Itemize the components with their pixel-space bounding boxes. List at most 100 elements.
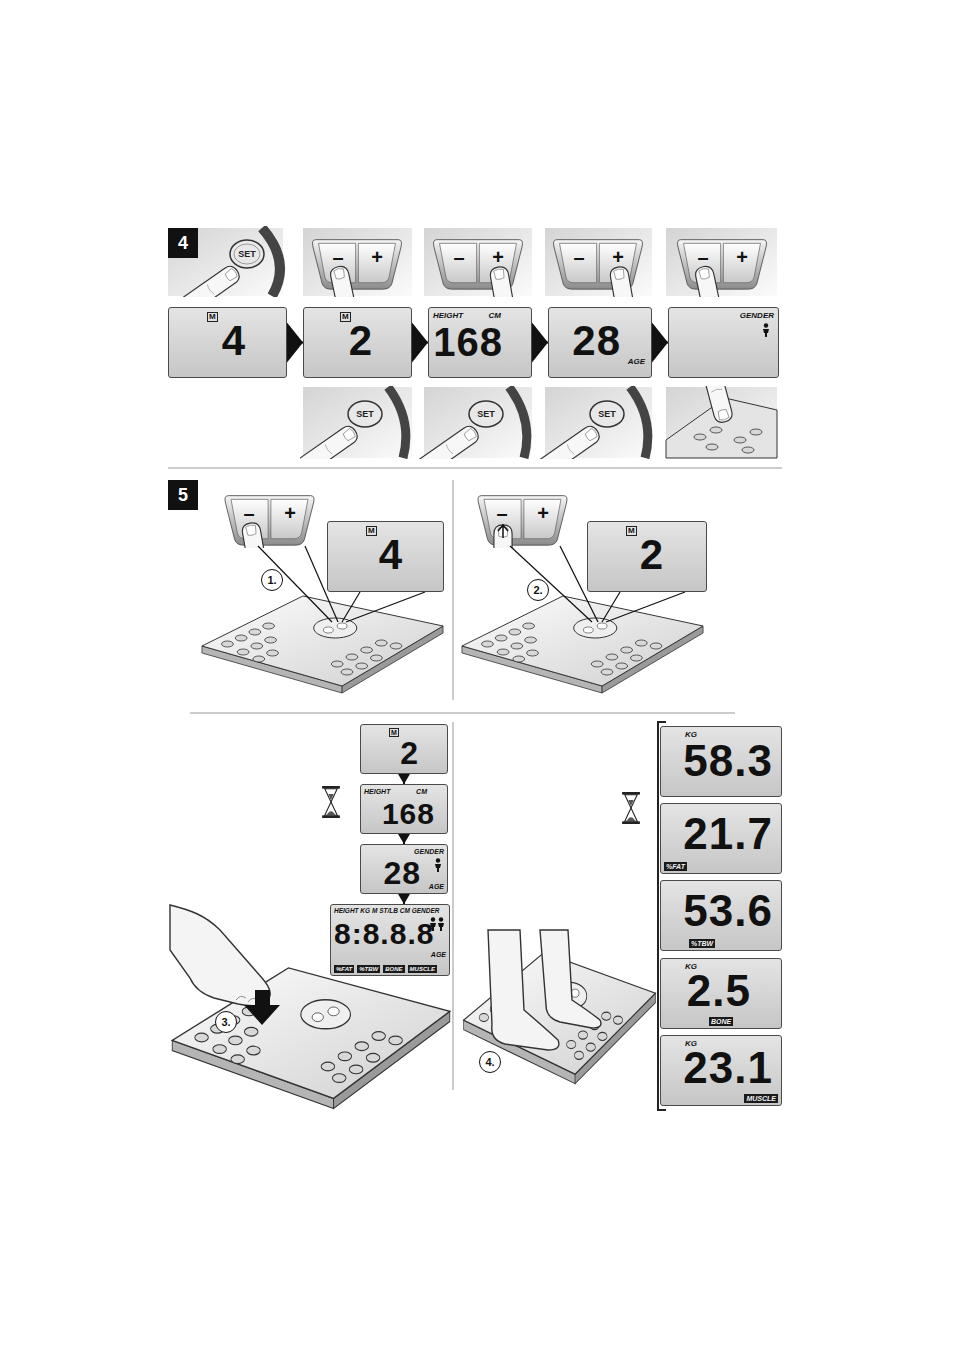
button-label: SET — [356, 410, 374, 419]
gender-icon — [434, 858, 442, 872]
keypads-step4 — [677, 240, 766, 289]
scale-step3 — [244, 990, 280, 1025]
lcd-digits: 2 — [349, 320, 373, 362]
keypads-step4 — [312, 240, 401, 289]
scale-step3 — [236, 996, 258, 1002]
lcd-indicator: KG — [685, 731, 697, 739]
lcd-digits: 2 — [400, 737, 419, 769]
flow-arrow — [403, 894, 405, 904]
button-label: SET — [477, 410, 495, 419]
flow-arrow — [652, 342, 668, 344]
key-label: + — [612, 247, 624, 267]
lcd-digits: 2 — [640, 534, 664, 576]
gender-head — [764, 323, 768, 327]
finger-step5 — [494, 525, 512, 548]
set-buttons-bottom — [710, 427, 722, 433]
flow-arrow — [532, 342, 548, 344]
lcd-display: M2 — [587, 521, 707, 592]
fingers-step4 — [329, 265, 725, 297]
gender-body — [438, 923, 444, 931]
set-buttons-bottom — [694, 434, 706, 440]
lcd-mode-label: BONE — [709, 1017, 733, 1026]
lcd-display: 21.7%FAT — [660, 803, 782, 874]
leader-lines — [510, 546, 592, 622]
scale-step5 — [202, 596, 703, 693]
leader-lines — [606, 592, 685, 622]
set-buttons-bottom — [300, 386, 777, 459]
fingers-step4 — [609, 266, 638, 297]
gender-figure — [430, 917, 436, 931]
set-button-top — [178, 263, 242, 297]
callout-number: 4. — [479, 1051, 501, 1073]
callout-number: 3. — [215, 1011, 237, 1033]
key-label: – — [243, 503, 254, 523]
set-buttons-bottom — [694, 427, 762, 453]
lcd-mode-label: %TBW — [689, 939, 715, 948]
key-label: – — [697, 247, 708, 267]
set-button-top — [262, 228, 280, 296]
lcd-unit-mark: M — [207, 312, 218, 322]
lcd-unit-mark: M — [366, 526, 377, 536]
lcd-digits: 168 — [382, 799, 435, 829]
lcd-mode-label: %TBW — [357, 965, 380, 973]
lcd-indicator: CM — [416, 788, 427, 795]
lcd-display: HEIGHT KG M ST/LB CM GENDER8:8.8.8AGE%FA… — [330, 904, 450, 976]
set-buttons-bottom — [388, 387, 406, 458]
lcd-indicator: AGE — [431, 951, 446, 958]
flow-arrow — [403, 834, 405, 844]
lcd-display: HEIGHTCM168 — [360, 784, 448, 834]
finger-step5 — [494, 525, 512, 548]
step-number: 5 — [168, 480, 198, 510]
lcd-digits: 4 — [222, 320, 246, 362]
lcd-digits: 4 — [379, 534, 403, 576]
gender-body — [430, 923, 436, 931]
set-buttons-bottom — [750, 429, 762, 435]
lcd-indicator: GENDER — [414, 848, 444, 855]
hourglass — [322, 786, 340, 818]
lcd-mode-label: MUSCLE — [744, 1094, 778, 1103]
key-label: – — [496, 503, 507, 523]
flow-arrow — [412, 342, 428, 344]
gender-icon — [762, 323, 770, 337]
lcd-indicator: CM — [489, 312, 501, 320]
scale-step5 — [462, 596, 703, 693]
set-button-top — [230, 240, 264, 268]
set-buttons-bottom — [630, 387, 648, 458]
separator — [190, 713, 735, 714]
gender-head — [439, 917, 443, 921]
lcd-display: M4 — [327, 521, 444, 592]
set-buttons-bottom — [590, 401, 624, 427]
key-label: + — [736, 247, 748, 267]
key-label: – — [332, 247, 343, 267]
set-buttons-bottom — [417, 423, 481, 459]
lcd-display: M4 — [168, 307, 287, 378]
lcd-indicator: AGE — [628, 358, 645, 366]
button-label: SET — [598, 410, 616, 419]
set-buttons-bottom — [734, 437, 746, 443]
set-buttons-bottom — [509, 387, 527, 458]
finger-step5 — [241, 522, 270, 548]
finger-step5 — [241, 522, 270, 548]
separator — [453, 480, 454, 700]
lcd-digits: 23.1 — [683, 1046, 773, 1090]
gender-head — [431, 917, 435, 921]
lcd-display: KG58.3 — [660, 726, 782, 797]
lcd-digits: 28 — [383, 857, 421, 889]
lcd-digits: 8:8.8.8 — [334, 919, 434, 949]
step-number: 4 — [168, 228, 198, 258]
lcd-indicator: AGE — [429, 883, 444, 890]
gender-figure — [435, 858, 441, 872]
key-label: + — [537, 503, 549, 523]
lcd-indicator: HEIGHT KG M ST/LB CM GENDER — [334, 908, 439, 915]
callout-number: 1. — [261, 569, 283, 591]
lcd-display: 53.6%TBW — [660, 880, 782, 951]
gender-figure — [763, 323, 769, 337]
flow-arrow — [403, 774, 405, 784]
lcd-display: GENDER 28AGE — [360, 844, 448, 894]
step4-panels — [424, 228, 532, 296]
keypads-step5 — [225, 496, 314, 546]
key-label: – — [453, 247, 464, 267]
